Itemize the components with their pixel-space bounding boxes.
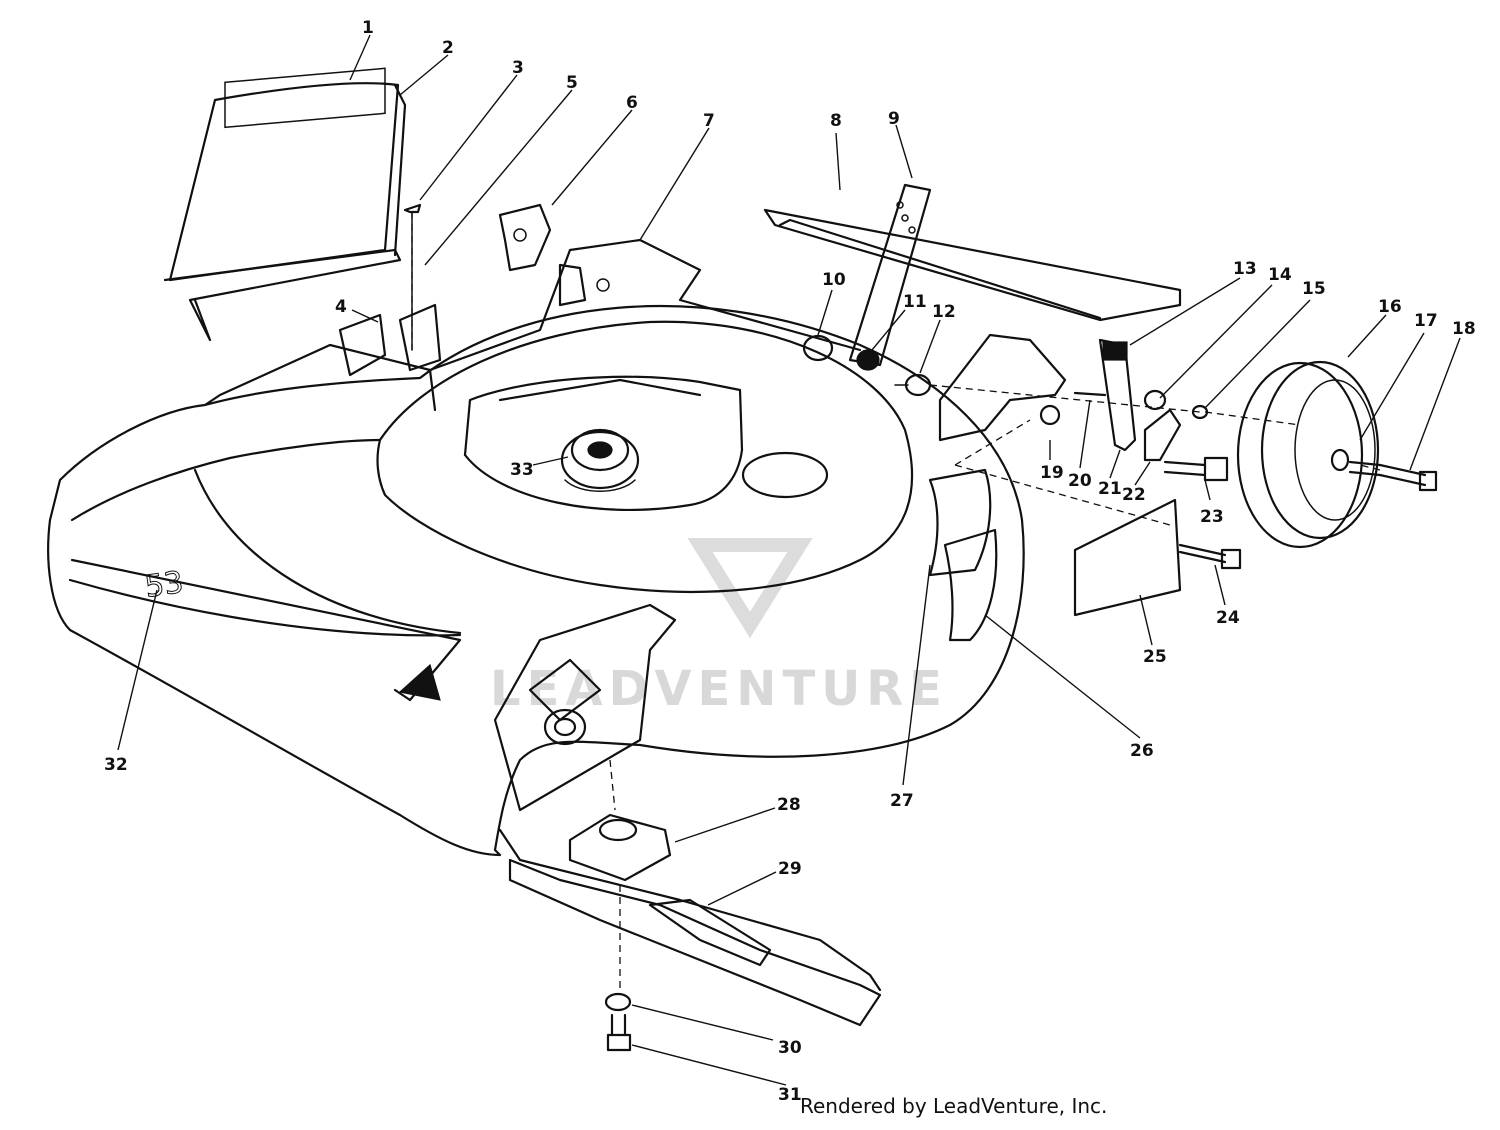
bracket-6 bbox=[498, 203, 552, 272]
callout-4: 4 bbox=[335, 297, 347, 317]
callout-10: 10 bbox=[822, 270, 846, 290]
callout-1: 1 bbox=[362, 18, 374, 38]
callout-6: 6 bbox=[626, 93, 638, 113]
callout-18: 18 bbox=[1452, 319, 1476, 339]
callout-28: 28 bbox=[777, 795, 801, 815]
callout-29: 29 bbox=[778, 859, 802, 879]
callout-20: 20 bbox=[1068, 471, 1092, 491]
callout-30: 30 bbox=[778, 1038, 802, 1058]
rear-baffle bbox=[763, 208, 1182, 322]
callout-23: 23 bbox=[1200, 507, 1224, 527]
callout-26: 26 bbox=[1130, 741, 1154, 761]
callout-3: 3 bbox=[512, 58, 524, 78]
callout-16: 16 bbox=[1378, 297, 1402, 317]
callout-2: 2 bbox=[442, 38, 454, 58]
callout-7: 7 bbox=[703, 111, 715, 131]
deck-marking: 53 bbox=[143, 565, 186, 605]
watermark-text: LEADVENTURE bbox=[490, 661, 948, 717]
mower-deck bbox=[47, 238, 1025, 992]
credit-text: Rendered by LeadVenture, Inc. bbox=[800, 1094, 1108, 1118]
callout-9: 9 bbox=[888, 109, 900, 129]
motor-pulley bbox=[560, 428, 640, 492]
watermark: LEADVENTURE bbox=[490, 538, 948, 717]
callout-33: 33 bbox=[510, 460, 534, 480]
callout-22: 22 bbox=[1122, 485, 1146, 505]
leader-lines bbox=[117, 34, 1461, 1086]
alignment-lines bbox=[411, 212, 1381, 990]
callout-25: 25 bbox=[1143, 647, 1167, 667]
callout-32: 32 bbox=[104, 755, 128, 775]
callout-12: 12 bbox=[932, 302, 956, 322]
rear-wheel-assembly bbox=[938, 333, 1438, 617]
callout-14: 14 bbox=[1268, 265, 1292, 285]
callout-19: 19 bbox=[1040, 463, 1064, 483]
callout-24: 24 bbox=[1216, 608, 1240, 628]
callout-11: 11 bbox=[903, 292, 927, 312]
height-lever bbox=[802, 183, 932, 397]
callout-8: 8 bbox=[830, 111, 842, 131]
callout-5: 5 bbox=[566, 73, 578, 93]
blade-assembly bbox=[508, 813, 882, 1052]
callout-13: 13 bbox=[1233, 259, 1257, 279]
chute-door bbox=[163, 67, 407, 342]
hinge-parts bbox=[338, 203, 442, 377]
callout-21: 21 bbox=[1098, 479, 1122, 499]
callout-27: 27 bbox=[890, 791, 914, 811]
callout-31: 31 bbox=[778, 1085, 802, 1105]
callout-17: 17 bbox=[1414, 311, 1438, 331]
callout-15: 15 bbox=[1302, 279, 1326, 299]
callout-labels: 1 2 3 4 5 6 7 8 9 10 11 12 13 14 15 16 1… bbox=[104, 18, 1476, 1105]
